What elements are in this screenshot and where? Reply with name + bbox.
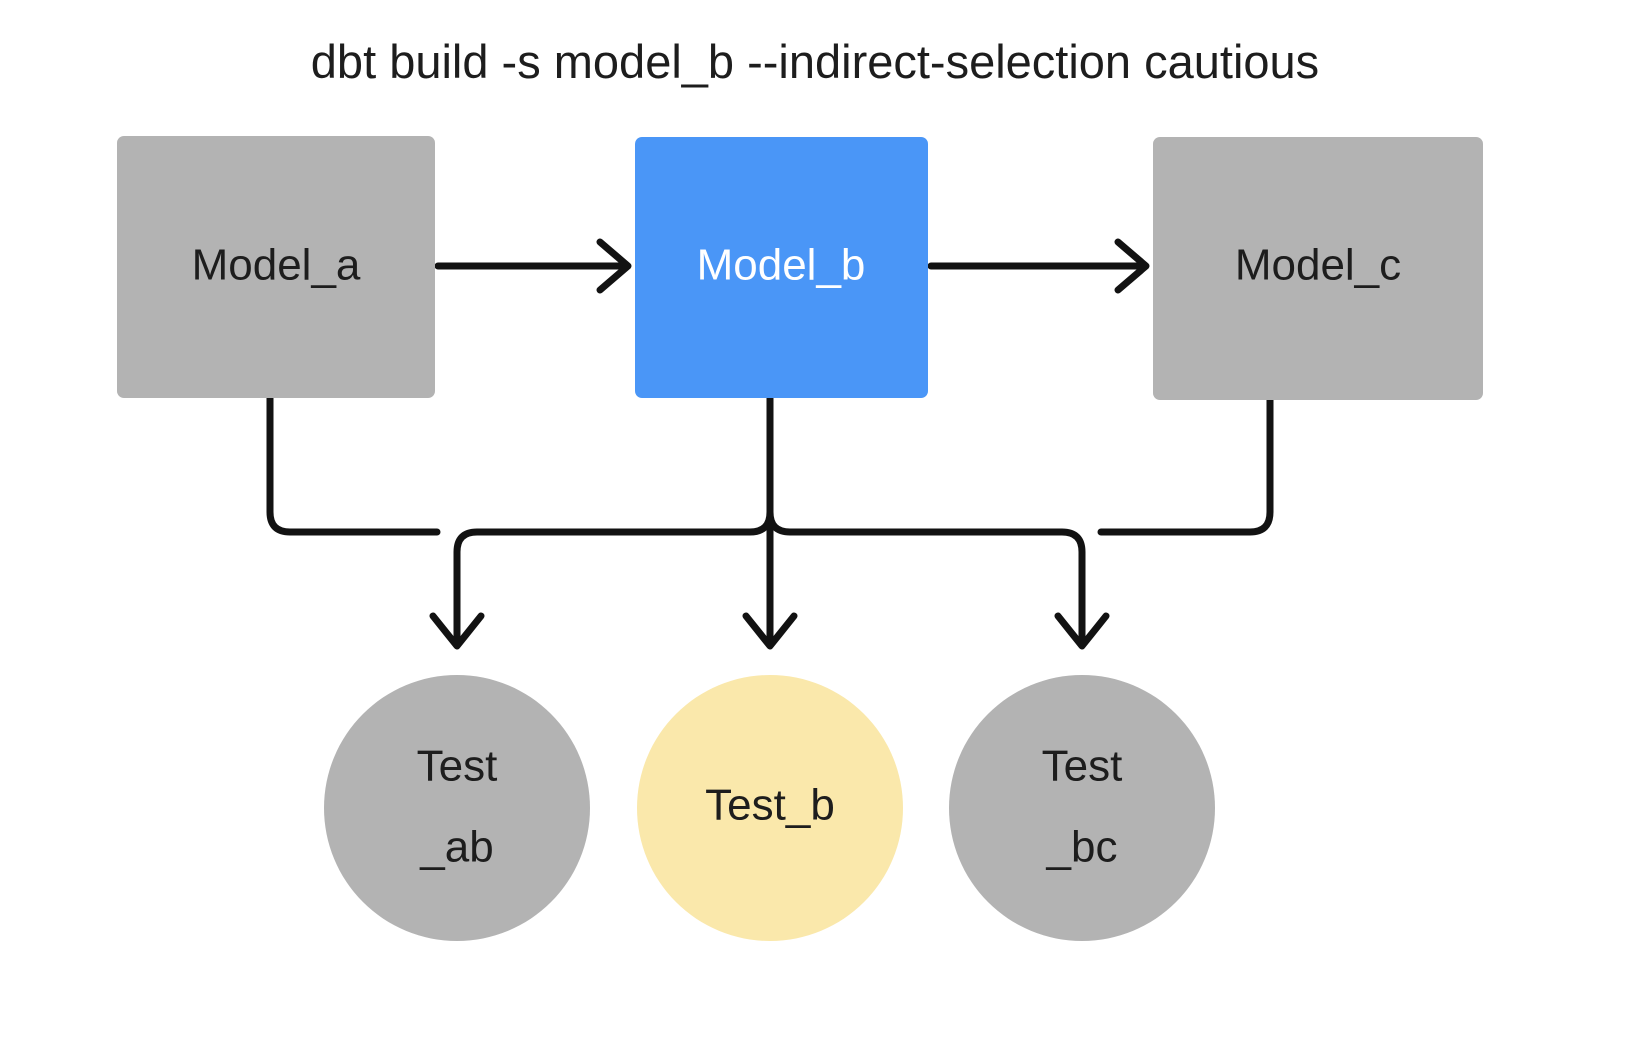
node-test-ab[interactable]: Test _ab xyxy=(324,675,590,941)
test-bc-label-line1: Test xyxy=(1042,742,1123,791)
arrowhead-icon xyxy=(429,612,485,650)
node-model-a[interactable]: Model_a xyxy=(117,136,435,398)
test-b-shape[interactable] xyxy=(637,675,903,941)
test-bc-label-line2: _bc xyxy=(1046,823,1118,872)
test-node-group: Test _ab Test_b Test _bc xyxy=(324,675,1215,941)
node-model-c[interactable]: Model_c xyxy=(1153,137,1483,400)
test-bc-shape[interactable] xyxy=(949,675,1215,941)
arrowhead-icon xyxy=(742,612,798,650)
node-model-b[interactable]: Model_b xyxy=(635,137,928,398)
model-a-shape[interactable] xyxy=(117,136,435,398)
edge-layer xyxy=(266,238,1274,650)
diagram-title: dbt build -s model_b --indirect-selectio… xyxy=(311,35,1319,88)
edge-model-a-to-model-b xyxy=(434,238,632,294)
arrowhead-icon xyxy=(596,238,632,294)
arrowhead-icon xyxy=(1054,612,1110,650)
model-node-group: Model_a Model_b Model_c xyxy=(117,136,1483,400)
test-ab-label-line2: _ab xyxy=(419,823,493,872)
model-c-shape[interactable] xyxy=(1153,137,1483,400)
test-b-label-line1: Test_b xyxy=(705,781,835,830)
node-test-b[interactable]: Test_b xyxy=(637,675,903,941)
edge-model-b-to-test-bc xyxy=(766,394,1110,650)
node-test-bc[interactable]: Test _bc xyxy=(949,675,1215,941)
edge-model-b-to-test-ab xyxy=(429,394,774,650)
model-b-label: Model_b xyxy=(697,241,866,290)
arrowhead-icon xyxy=(1114,238,1150,294)
edge-model-b-to-model-c xyxy=(927,238,1150,294)
test-ab-shape[interactable] xyxy=(324,675,590,941)
model-c-label: Model_c xyxy=(1235,241,1401,290)
edge-model-a-to-test-ab xyxy=(266,394,441,536)
edge-model-c-to-test-bc xyxy=(1097,394,1274,536)
model-a-label: Model_a xyxy=(192,241,361,290)
model-b-shape[interactable] xyxy=(635,137,928,398)
test-ab-label-line1: Test xyxy=(417,742,498,791)
